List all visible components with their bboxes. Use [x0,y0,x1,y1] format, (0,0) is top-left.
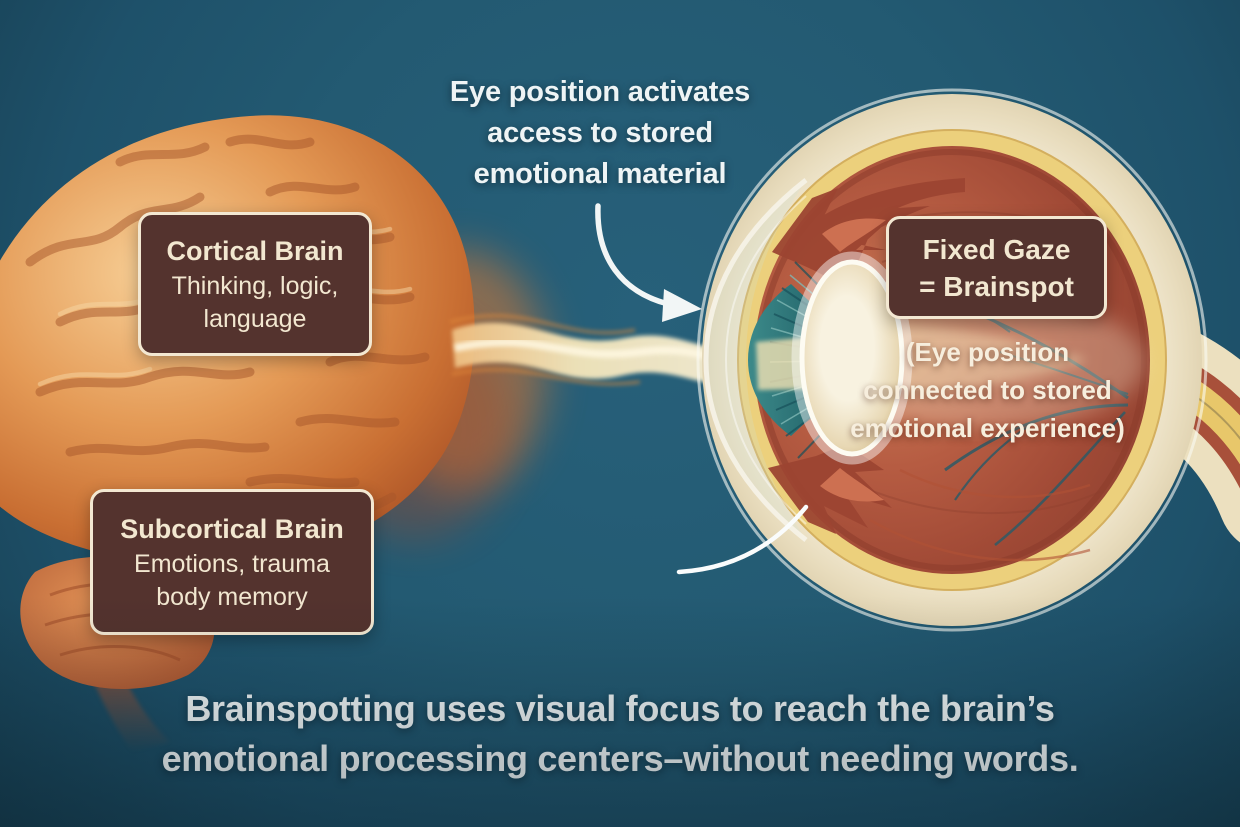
subcortical-brain-label: Subcortical Brain Emotions, trauma body … [90,489,374,635]
footer-caption-line: Brainspotting uses visual focus to reach… [185,688,1055,729]
footer-caption-line: emotional processing centers–without nee… [161,738,1079,779]
curved-arrow-head [662,289,702,322]
footer-caption: Brainspotting uses visual focus to reach… [0,684,1240,784]
top-caption-line: Eye position activates [449,76,751,108]
fixed-gaze-label: Fixed Gaze = Brainspot [886,216,1107,319]
top-caption-line: emotional material [473,158,727,190]
annotation-lines [595,203,809,575]
cortical-brain-subtitle: Thinking, logic, language [171,272,339,333]
lens-grip-bottom [820,468,884,502]
leader-line [676,504,809,575]
cornea-outer-edge [703,178,808,542]
beam-cone-inside [900,324,1088,396]
subcortical-brain-subtitle: Emotions, trauma body memory [134,550,330,611]
lens [799,259,905,457]
subcortical-brain-title: Subcortical Brain [120,514,344,544]
eye-outline [696,88,1208,632]
top-caption-line: access to stored [487,117,713,149]
gaze-note: (Eye position connected to stored emotio… [850,337,1125,443]
cortical-brain-title: Cortical Brain [166,236,344,266]
lens-grip-top [822,218,886,252]
lens-halo [791,251,913,465]
brain-illustration [0,115,547,752]
fixed-gaze-title: Fixed Gaze = Brainspot [919,233,1074,302]
ciliary-muscle-top [772,178,965,290]
curved-arrow-icon [595,203,671,307]
cortical-brain-label: Cortical Brain Thinking, logic, language [138,212,372,356]
top-caption: Eye position activates access to stored … [340,72,860,195]
cornea-inner-edge [724,195,807,525]
